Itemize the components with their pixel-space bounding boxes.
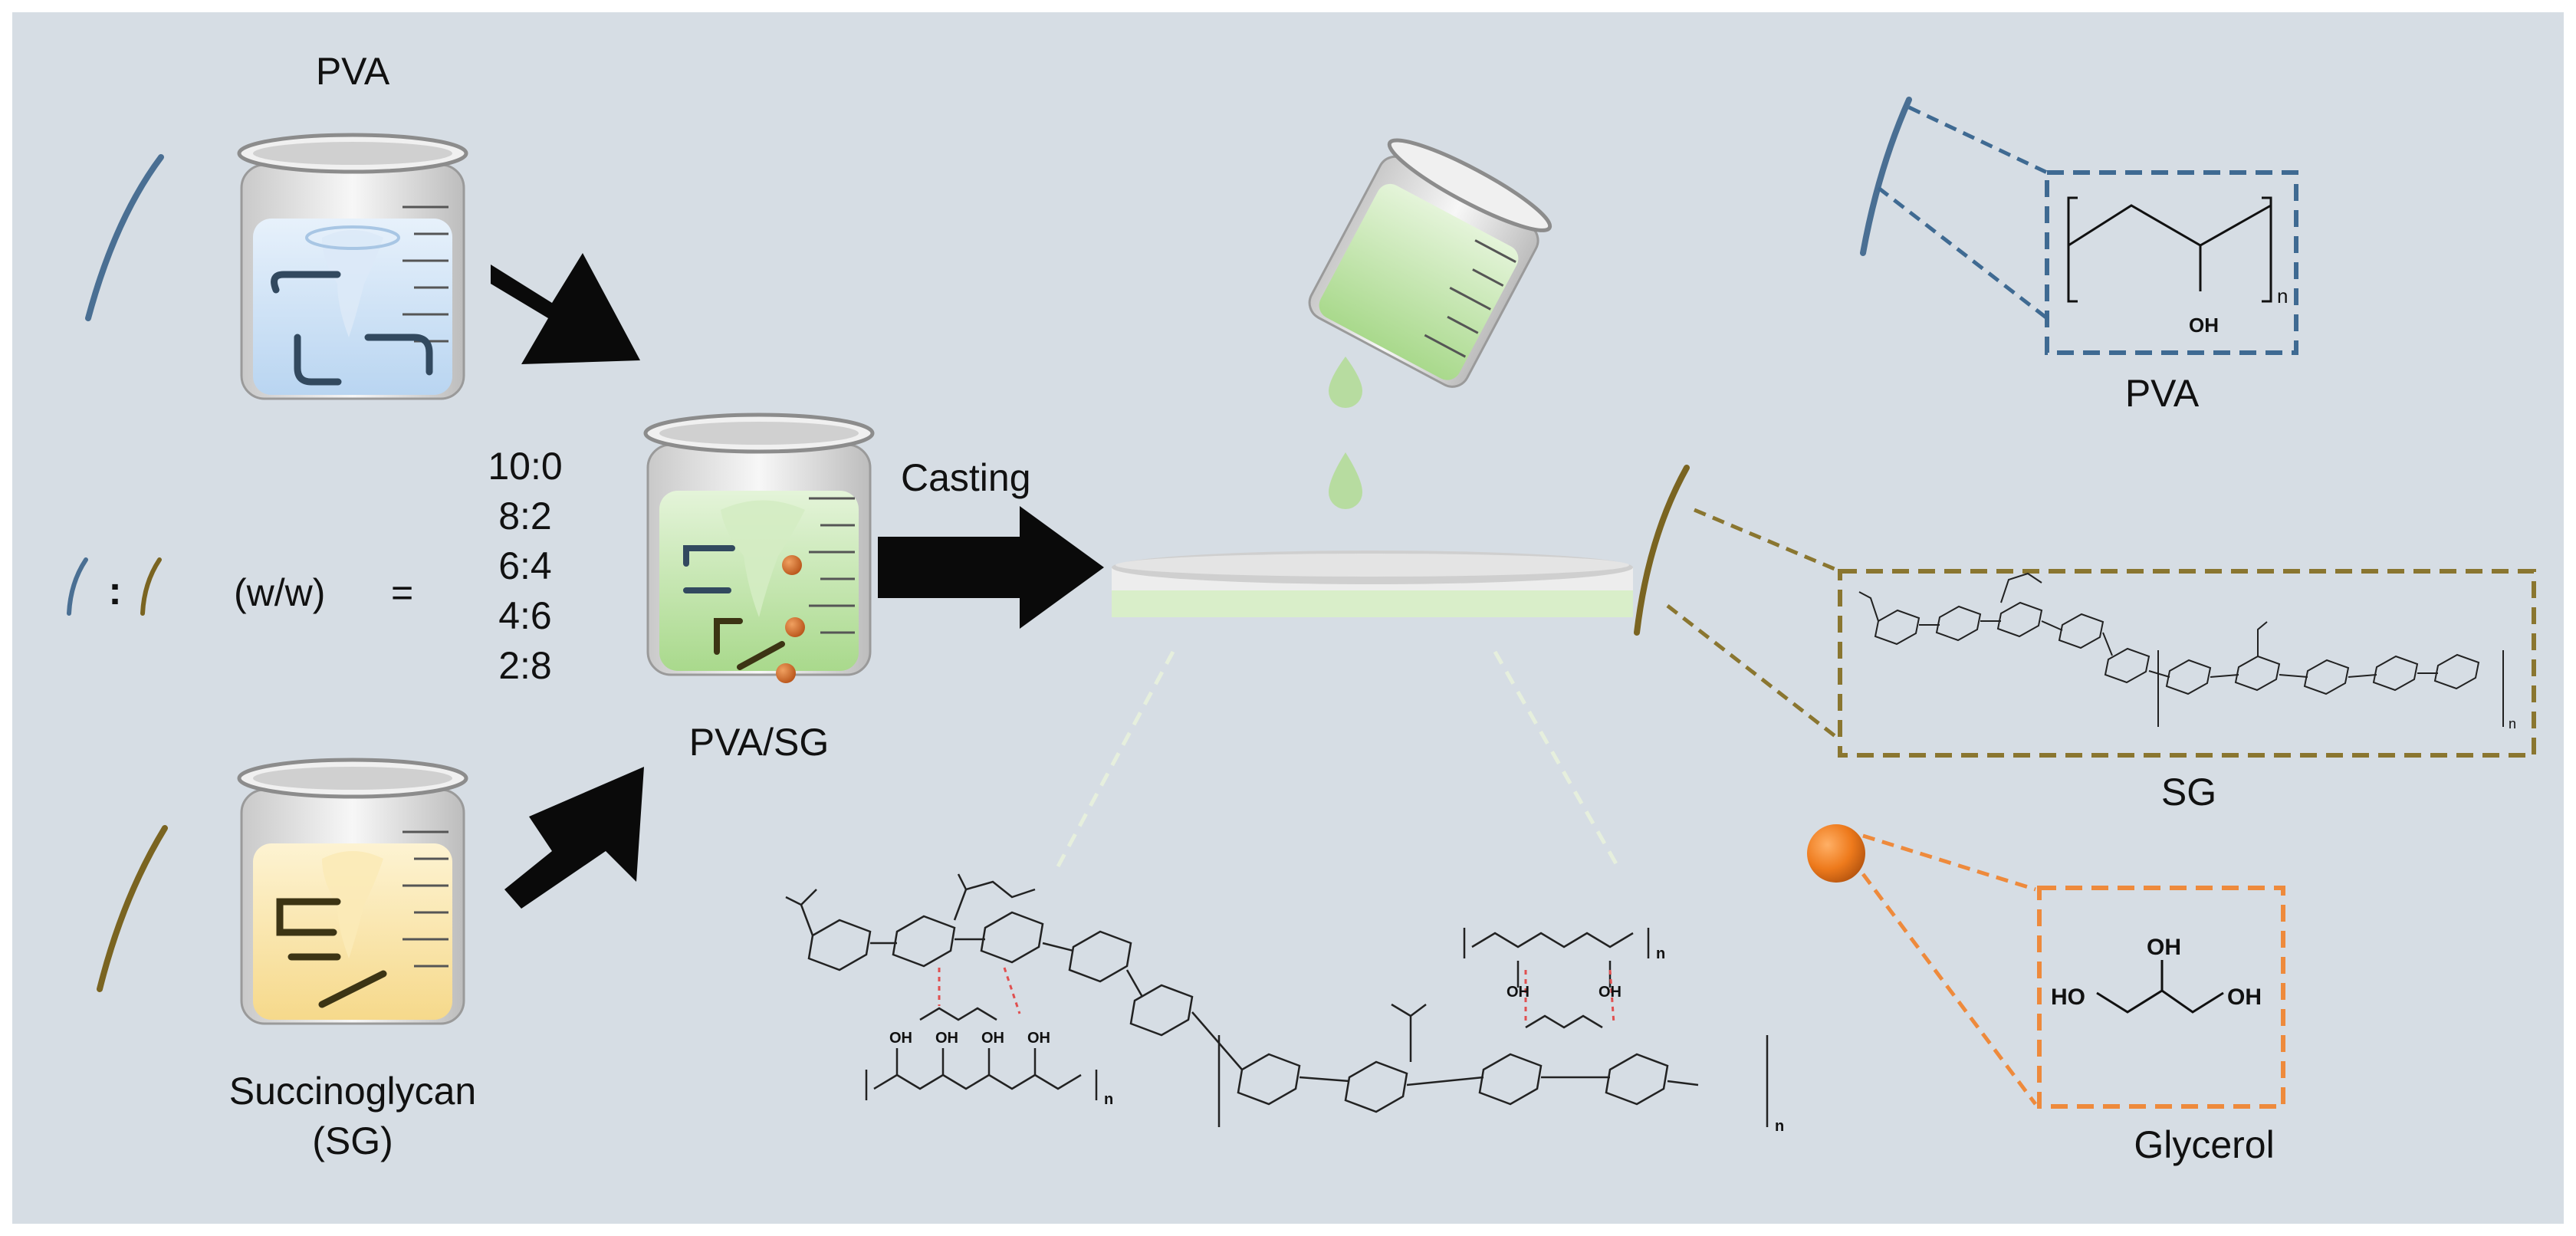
ratio-list: 10:0 8:2 6:4 4:6 2:8 <box>488 445 562 687</box>
pva-beaker-label: PVA <box>316 50 390 93</box>
sg-name-label: Succinoglycan <box>229 1070 476 1113</box>
ratio-equals: = <box>391 571 413 614</box>
droplet-icon <box>1329 357 1362 408</box>
pva-structure-icon <box>2067 196 2272 303</box>
glycerol-bead-icon <box>1807 824 1865 883</box>
n-label: n <box>1656 945 1665 962</box>
glycerol-oh-label: OH <box>2147 935 2181 960</box>
n-label: n <box>1104 1091 1113 1108</box>
glycerol-oh-label: OH <box>2227 985 2262 1010</box>
ratio-item: 10:0 <box>488 445 562 488</box>
ratio-pva-chain-icon <box>67 557 88 616</box>
casting-label: Casting <box>901 456 1031 499</box>
sg-structure-box <box>1838 569 2536 758</box>
arrow-icon <box>504 767 644 909</box>
arrow-icon <box>491 253 640 364</box>
pouring-beaker-icon <box>1308 138 1552 388</box>
ratio-item: 4:6 <box>498 594 552 637</box>
sg-chain-icon <box>1634 465 1690 636</box>
oh-label: OH <box>1598 984 1622 1001</box>
pva-structure-box <box>2045 170 2298 355</box>
petri-dish-icon <box>1112 551 1633 617</box>
arrow-icon <box>878 506 1104 629</box>
pva-chain-icon <box>85 154 164 321</box>
zoom-line <box>1493 650 1620 868</box>
zoom-line <box>1861 833 2037 1106</box>
pva-beaker-icon <box>237 133 468 400</box>
oh-label: OH <box>981 1030 1004 1047</box>
n-label: n <box>1775 1118 1784 1135</box>
mix-beaker-icon <box>643 413 875 683</box>
ratio-item: 2:8 <box>498 644 552 687</box>
pva-n-label: n <box>2277 284 2288 307</box>
zoom-line <box>1056 650 1175 868</box>
hydrogen-bond-lines <box>938 967 1615 1024</box>
sg-abbr-label: (SG) <box>312 1119 393 1162</box>
network-oh-labels: OH OH OH OH OH OH n n n <box>889 945 1784 1135</box>
mix-label: PVA/SG <box>689 721 829 764</box>
ratio-item: 6:4 <box>498 544 552 587</box>
pva-structure-label: PVA <box>2125 372 2200 415</box>
zoom-line <box>1877 105 2049 320</box>
droplet-icon <box>1329 452 1362 509</box>
glycerol-ho-label: HO <box>2051 985 2085 1010</box>
oh-label: OH <box>889 1030 912 1047</box>
pva-chain-icon <box>1860 97 1912 256</box>
glycerol-structure-icon <box>2096 960 2224 1014</box>
oh-label: OH <box>935 1030 958 1047</box>
ratio-ww-label: (w/w) <box>234 571 325 614</box>
film-network-structure <box>785 873 1769 1127</box>
oh-label: OH <box>1506 984 1530 1001</box>
oh-label: OH <box>1027 1030 1050 1047</box>
ratio-item: 8:2 <box>498 495 552 537</box>
glycerol-structure-box <box>2037 886 2285 1109</box>
sg-beaker-icon <box>237 758 468 1025</box>
ratio-sg-chain-icon <box>140 557 162 616</box>
pva-oh-label: OH <box>2189 314 2219 337</box>
sg-structure-label: SG <box>2161 771 2216 814</box>
glycerol-structure-label: Glycerol <box>2134 1123 2274 1166</box>
zoom-line <box>1666 508 1842 741</box>
ratio-colon: : <box>108 569 121 613</box>
sg-chain-icon <box>97 825 168 992</box>
sg-n-label: n <box>2509 716 2516 731</box>
sg-structure-icon <box>1858 572 2504 727</box>
